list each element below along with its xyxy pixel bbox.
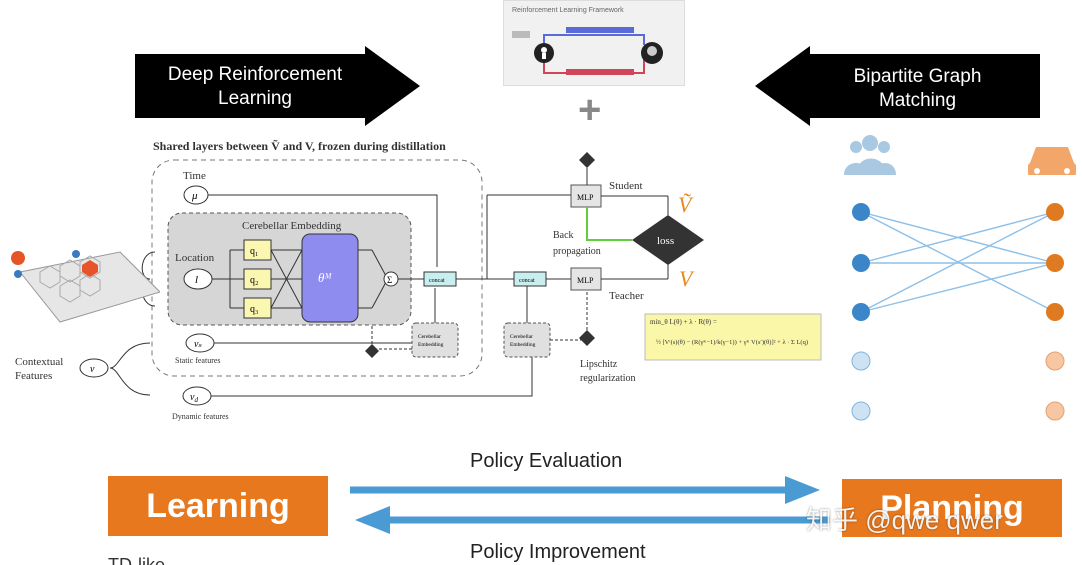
sum-label: Σ	[387, 275, 392, 285]
driver-node-3	[1046, 303, 1064, 321]
rl-framework-thumbnail: Reinforcement Learning Framework	[503, 0, 685, 86]
cerebellar-small-2-label-b: Embedding	[510, 342, 536, 348]
driver-node-1	[1046, 203, 1064, 221]
rider-node-5	[851, 401, 871, 421]
driver-node-5	[1045, 401, 1065, 421]
hex-map-thumbnail	[11, 250, 160, 323]
rider-node-3	[852, 303, 870, 321]
cut-off-text: TD-like ...	[108, 555, 186, 565]
q3-label: q₃	[250, 304, 259, 315]
lipschitz-label-2: regularization	[580, 373, 636, 384]
q1-label: q₁	[250, 246, 259, 257]
people-icon	[844, 135, 896, 175]
learning-label: Learning	[146, 487, 290, 525]
mlp-teacher-label: MLP	[577, 276, 594, 285]
rider-node-2	[852, 254, 870, 272]
value-network-diagram: Shared layers between Ṽ and V, frozen du…	[15, 139, 822, 421]
vs-var: vₛ	[194, 339, 202, 350]
bipartite-graph	[844, 135, 1076, 421]
cerebellar-title: Cerebellar Embedding	[242, 220, 342, 232]
cerebellar-small-1-label-a: Cerebellar	[418, 334, 441, 340]
bipartite-line2: Matching	[878, 90, 957, 111]
teacher-label: Teacher	[609, 290, 644, 302]
vd-var: vd	[190, 392, 198, 404]
static-features-label: Static features	[175, 356, 221, 365]
time-var: μ	[191, 190, 198, 202]
learning-box: Learning	[108, 476, 328, 536]
student-label: Student	[609, 180, 643, 192]
shared-layers-frame	[151, 159, 483, 377]
policy-improvement-label: Policy Improvement	[470, 541, 646, 563]
location-label: Location	[175, 252, 215, 264]
contextual-label-1: Contextual	[15, 356, 63, 368]
cerebellar-small-2-label-a: Cerebellar	[510, 334, 533, 340]
driver-node-2	[1046, 254, 1064, 272]
loss-label: loss	[657, 235, 674, 247]
formula-line-2: ½ [Vᵗ(s)(θ) − (R(γᴷ−1)/k(γ−1)) + γᴷ V(s′…	[656, 339, 808, 346]
formula-text: min_θ L(θ) + λ · R(θ) =	[650, 318, 717, 326]
driver-node-4	[1045, 351, 1065, 371]
car-icon	[1028, 147, 1076, 175]
formula-box	[644, 313, 822, 361]
q2-label: q₂	[250, 275, 259, 286]
watermark: 知乎 @qwe qwer	[806, 505, 1003, 535]
contextual-label-2: Features	[15, 370, 52, 382]
rl-thumbnail-title: Reinforcement Learning Framework	[512, 7, 624, 14]
loss-diamond	[632, 215, 704, 265]
rider-node-4	[851, 351, 871, 371]
lipschitz-label-1: Lipschitz	[580, 359, 618, 370]
planning-label: Planning	[880, 489, 1024, 527]
deep-rl-banner: Deep Reinforcement Learning	[135, 63, 375, 111]
bipartite-banner: Bipartite Graph Matching	[800, 65, 1035, 113]
planning-box: Planning	[842, 479, 1062, 537]
dynamic-features-label: Dynamic features	[172, 412, 229, 421]
v-tilde-label: Ṽ	[678, 192, 694, 217]
concat-label-2: concat	[519, 278, 535, 284]
back-prop-label-2: propagation	[553, 246, 601, 257]
back-prop-label-1: Back	[553, 230, 574, 241]
deep-rl-banner-shape	[135, 46, 420, 126]
concat-label-1: concat	[429, 278, 445, 284]
v-var: v	[90, 364, 95, 375]
policy-evaluation-label: Policy Evaluation	[470, 450, 623, 472]
bipartite-line1: Bipartite Graph	[853, 66, 982, 87]
cerebellar-small-1	[411, 322, 459, 358]
plus-sign: +	[578, 88, 602, 132]
time-label: Time	[183, 170, 206, 182]
bipartite-banner-shape	[755, 46, 1040, 126]
cerebellar-small-1-label-b: Embedding	[418, 342, 444, 348]
rl-thumbnail-graphic	[512, 27, 663, 75]
location-var: l	[195, 274, 198, 286]
theta-label: θᴹ	[318, 270, 332, 285]
cerebellar-small-2	[503, 322, 551, 358]
v-label: V	[679, 266, 695, 291]
diagram-caption: Shared layers between Ṽ and V, frozen du…	[153, 139, 446, 153]
mlp-student-label: MLP	[577, 193, 594, 202]
rider-node-1	[852, 203, 870, 221]
deep-rl-line1: Deep Reinforcement	[167, 64, 343, 85]
policy-arrows	[350, 476, 830, 534]
deep-rl-line2: Learning	[218, 88, 292, 109]
v-node	[79, 358, 109, 378]
theta-block	[301, 233, 359, 323]
